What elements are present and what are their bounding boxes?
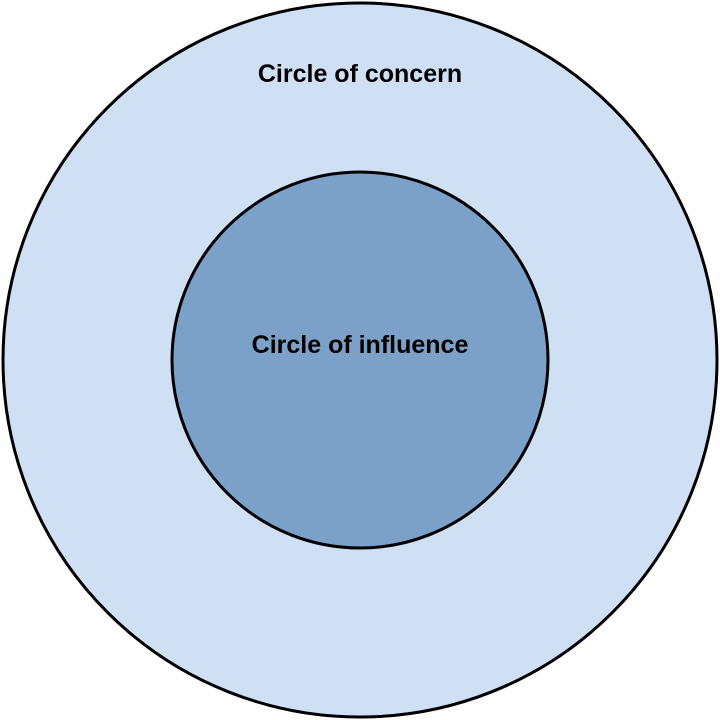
- circle-of-concern-label: Circle of concern: [258, 60, 462, 88]
- circle-of-influence-shape: [170, 170, 550, 550]
- circle-of-influence-label: Circle of influence: [252, 331, 469, 359]
